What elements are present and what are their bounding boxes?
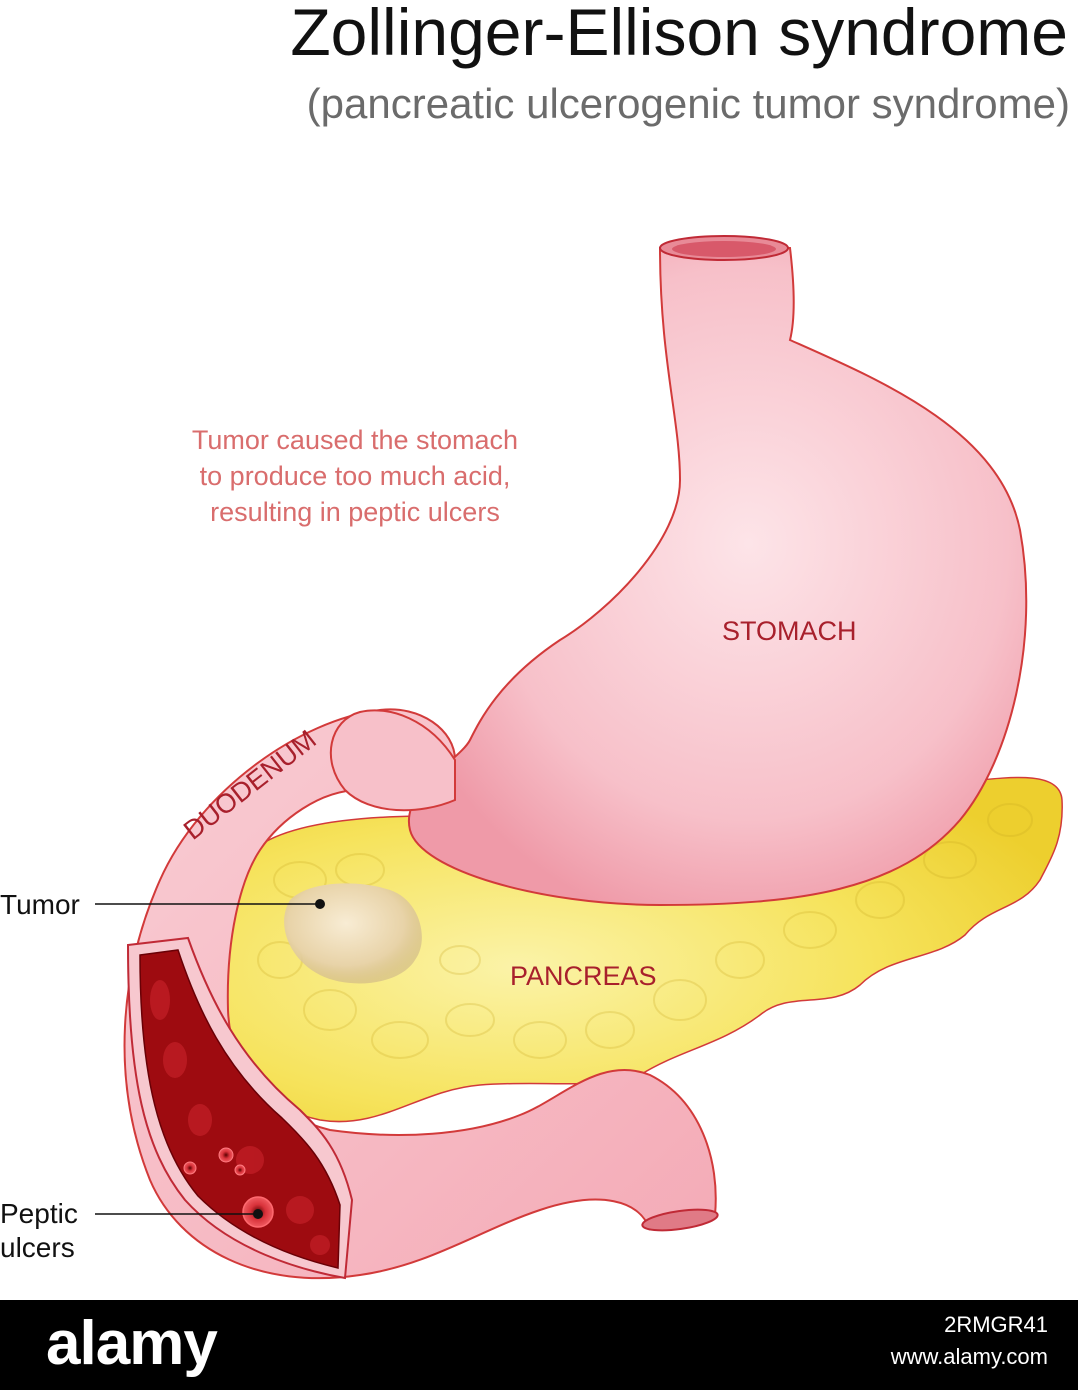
ulcer-small-2 [183,1161,197,1175]
ulcer-small-3 [234,1164,246,1176]
label-tumor: Tumor [0,889,80,920]
footer-bar: alamy 2RMGR41 www.alamy.com [0,1300,1078,1390]
label-stomach: STOMACH [722,616,857,646]
label-pancreas: PANCREAS [510,961,657,991]
anatomy-diagram [95,235,1063,1280]
label-ulcers-line: Peptic [0,1198,78,1229]
label-ulcers-line: ulcers [0,1232,75,1263]
brand-logo: alamy [46,1309,218,1378]
tumor-leader-dot [315,899,325,909]
image-id: 2RMGR41 [944,1312,1048,1337]
duodenum-lumen [139,949,341,1269]
caption: Tumor caused the stomach to produce too … [150,422,560,530]
page-subtitle: (pancreatic ulcerogenic tumor syndrome) [306,80,1070,127]
stomach-pylorus [329,709,456,812]
caption-line: resulting in peptic ulcers [210,497,500,527]
caption-line: Tumor caused the stomach [191,425,519,455]
caption-line: to produce too much acid, [199,461,511,491]
page-title: Zollinger-Ellison syndrome [290,0,1068,69]
site-url: www.alamy.com [890,1344,1048,1369]
ulcer-leader-dot [253,1209,263,1219]
duodenum-opening [641,1208,719,1232]
stomach [407,247,1028,907]
ulcer-small-1 [218,1147,234,1163]
label-peptic-ulcers: Peptic ulcers [0,1197,78,1265]
